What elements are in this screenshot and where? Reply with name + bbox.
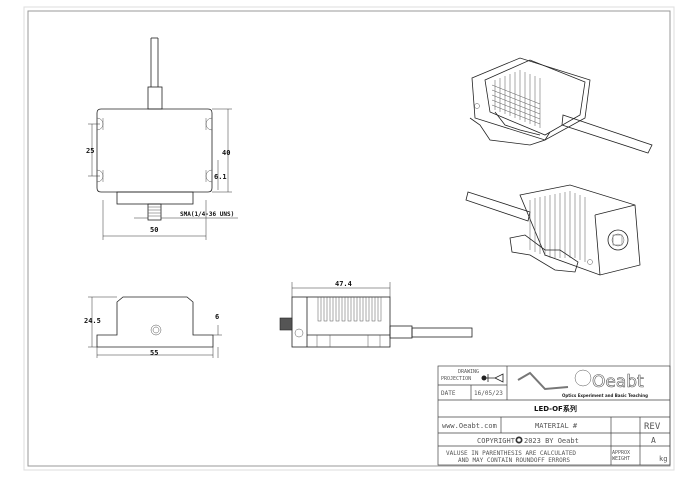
note-line-2: AND MAY CONTAIN ROUNDOFF ERRORS (458, 457, 570, 464)
part-name: LED-OF系列 (534, 404, 577, 413)
dim-front-width: 50 (150, 226, 158, 234)
dim-slot-width: 6.1 (214, 173, 227, 181)
title-block (437, 365, 671, 466)
logo-tagline: Optics Experiment and Basic Teaching (562, 393, 648, 398)
inner-frame (27, 10, 671, 467)
dim-slot-spacing: 25 (86, 147, 94, 155)
dim-top-length: 47.4 (335, 280, 352, 288)
dim-side-height: 24.5 (84, 317, 101, 325)
dim-front-height: 40 (222, 149, 230, 157)
projection-label: PROJECTION (441, 376, 471, 382)
weight-label: WEIGHT (612, 456, 630, 462)
approx-label: APPROX (612, 450, 630, 456)
rev-value: A (651, 436, 656, 445)
copyright-label: COPYRIGHT (477, 437, 516, 445)
front-view (88, 37, 238, 240)
dim-connector: SMA(1/4-36 UNS) (180, 211, 234, 218)
material: MATERIAL # (535, 422, 578, 430)
rev-label: REV (644, 422, 661, 432)
website: www.Oeabt.com (442, 422, 497, 430)
logo: Oeabt (592, 372, 644, 392)
weight-unit: kg (659, 455, 667, 463)
isometric-view-front (465, 184, 641, 276)
isometric-view-back (469, 57, 653, 154)
side-view (88, 296, 222, 358)
copyright-text: 2023 BY Oeabt (524, 437, 579, 445)
dim-side-width: 55 (150, 349, 158, 357)
date-label: DATE (441, 390, 456, 397)
note-line-1: VALUSE IN PARENTHESIS ARE CALCULATED (446, 450, 576, 457)
dim-base-height: 6 (215, 313, 219, 321)
outer-frame (23, 6, 675, 471)
date-value: 16/05/23 (474, 390, 503, 397)
drawing-label: DRAWING (458, 369, 479, 375)
top-view (279, 282, 473, 348)
